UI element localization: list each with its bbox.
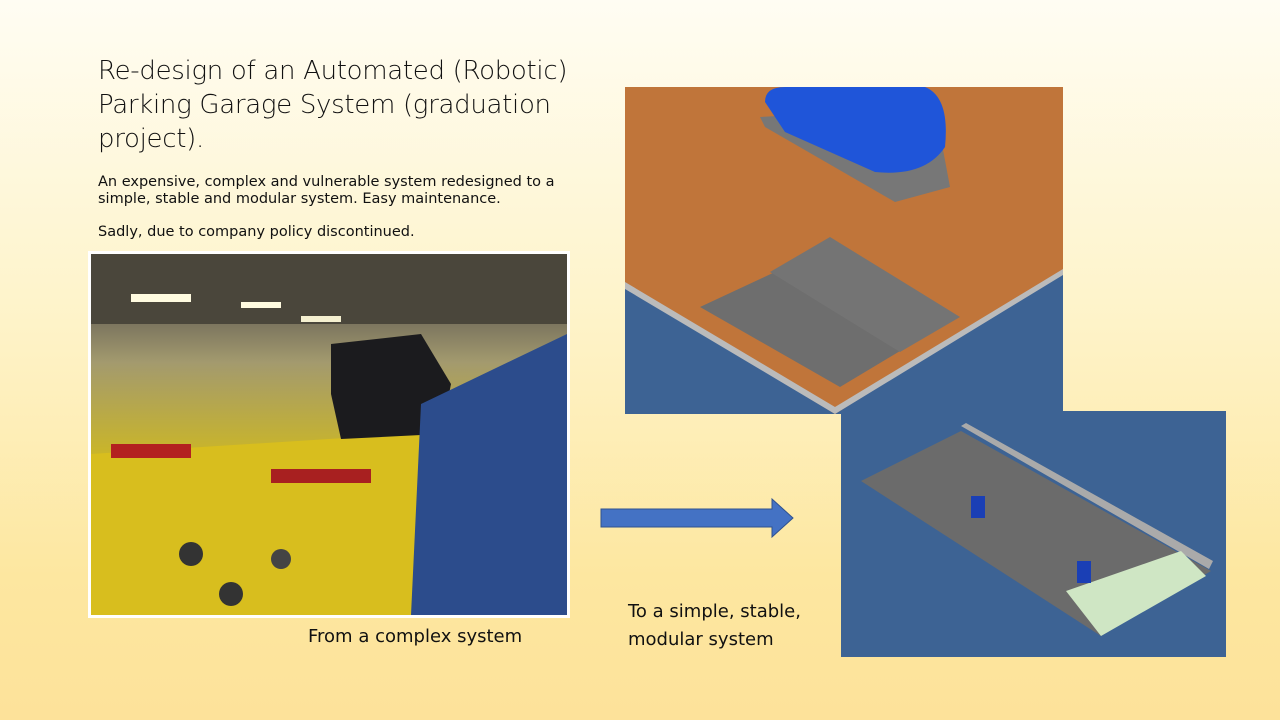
cad-render-modular-carrier <box>841 411 1226 657</box>
caption-modular-system: To a simple, stable, modular system <box>628 601 801 650</box>
cad-render-platform-with-car <box>625 87 1063 414</box>
slide-title: Re-design of an Automated (Robotic) Park… <box>98 56 568 154</box>
garage-photo <box>88 251 570 618</box>
discontinued-note: Sadly, due to company policy discontinue… <box>98 224 415 240</box>
right-arrow-icon <box>600 497 795 543</box>
description-text: An expensive, complex and vulnerable sys… <box>98 174 555 207</box>
caption-complex-system: From a complex system <box>308 626 523 647</box>
